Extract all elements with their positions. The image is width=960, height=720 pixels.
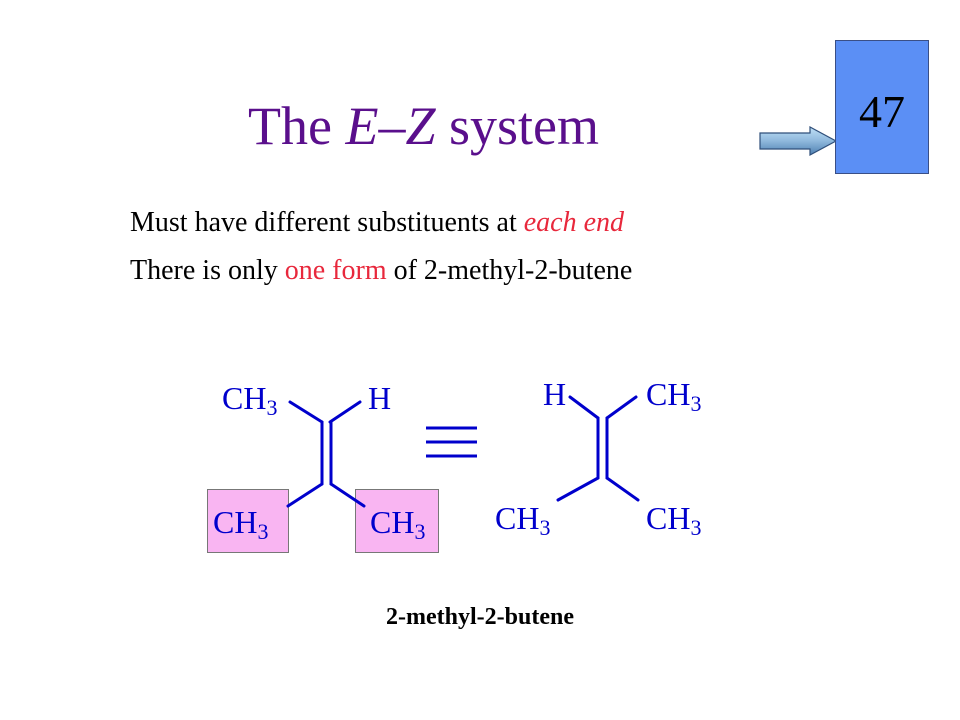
right-bond-bottom-right	[605, 476, 640, 502]
identical-to-symbol	[426, 426, 477, 458]
bullet-line-1: Must have different substituents at each…	[130, 206, 624, 240]
line-2-highlight: one form	[284, 255, 387, 286]
group-subscript: 3	[539, 515, 551, 540]
group-text: CH	[222, 380, 267, 416]
line-2-text: There is only	[130, 255, 285, 286]
line-1-text: Must have different substituents at	[130, 207, 524, 238]
group-text: CH	[646, 376, 691, 412]
left-bond-bottom-right	[329, 482, 366, 508]
line-2-tail: of 2-methyl-2-butene	[386, 255, 633, 286]
substituent-highlight-right	[355, 489, 439, 553]
left-bond-top-right	[328, 400, 362, 424]
left-bottom-right-group: CH3	[370, 504, 425, 550]
page-number: 47	[859, 86, 905, 137]
group-subscript: 3	[690, 391, 702, 416]
left-top-right-group: H	[368, 380, 391, 416]
group-text: H	[543, 376, 567, 412]
group-text: CH	[213, 504, 258, 540]
group-subscript: 3	[266, 395, 278, 420]
right-bottom-right-group: CH3	[646, 500, 701, 546]
right-bond-bottom-left	[556, 476, 600, 502]
group-subscript: 3	[414, 519, 426, 544]
line-1-highlight: each end	[523, 207, 625, 238]
molecule-caption: 2-methyl-2-butene	[386, 604, 574, 630]
title-suffix: system	[435, 96, 599, 156]
right-bottom-left-group: CH3	[495, 500, 550, 546]
right-top-left-group: H	[543, 376, 566, 412]
group-text: CH	[646, 500, 691, 536]
title-emphasis: E–Z	[345, 96, 436, 156]
right-bond-top-right	[605, 395, 638, 420]
right-bond-top-left	[568, 395, 600, 420]
left-bottom-left-group: CH3	[213, 504, 268, 550]
page-number-badge: 47	[835, 40, 929, 174]
right-arrow-icon	[759, 126, 838, 157]
group-text: CH	[495, 500, 540, 536]
slide-title: The E–Z system	[248, 94, 599, 158]
right-top-right-group: CH3	[646, 376, 701, 422]
group-subscript: 3	[690, 515, 702, 540]
title-prefix: The	[248, 96, 346, 156]
left-bond-bottom-left	[286, 482, 324, 508]
substituent-highlight-left	[207, 489, 289, 553]
group-text: H	[368, 380, 392, 416]
left-bond-top-left	[288, 400, 324, 424]
left-top-left-group: CH3	[222, 380, 277, 426]
group-text: CH	[370, 504, 415, 540]
bullet-line-2: There is only one form of 2-methyl-2-but…	[130, 254, 632, 288]
group-subscript: 3	[257, 519, 269, 544]
